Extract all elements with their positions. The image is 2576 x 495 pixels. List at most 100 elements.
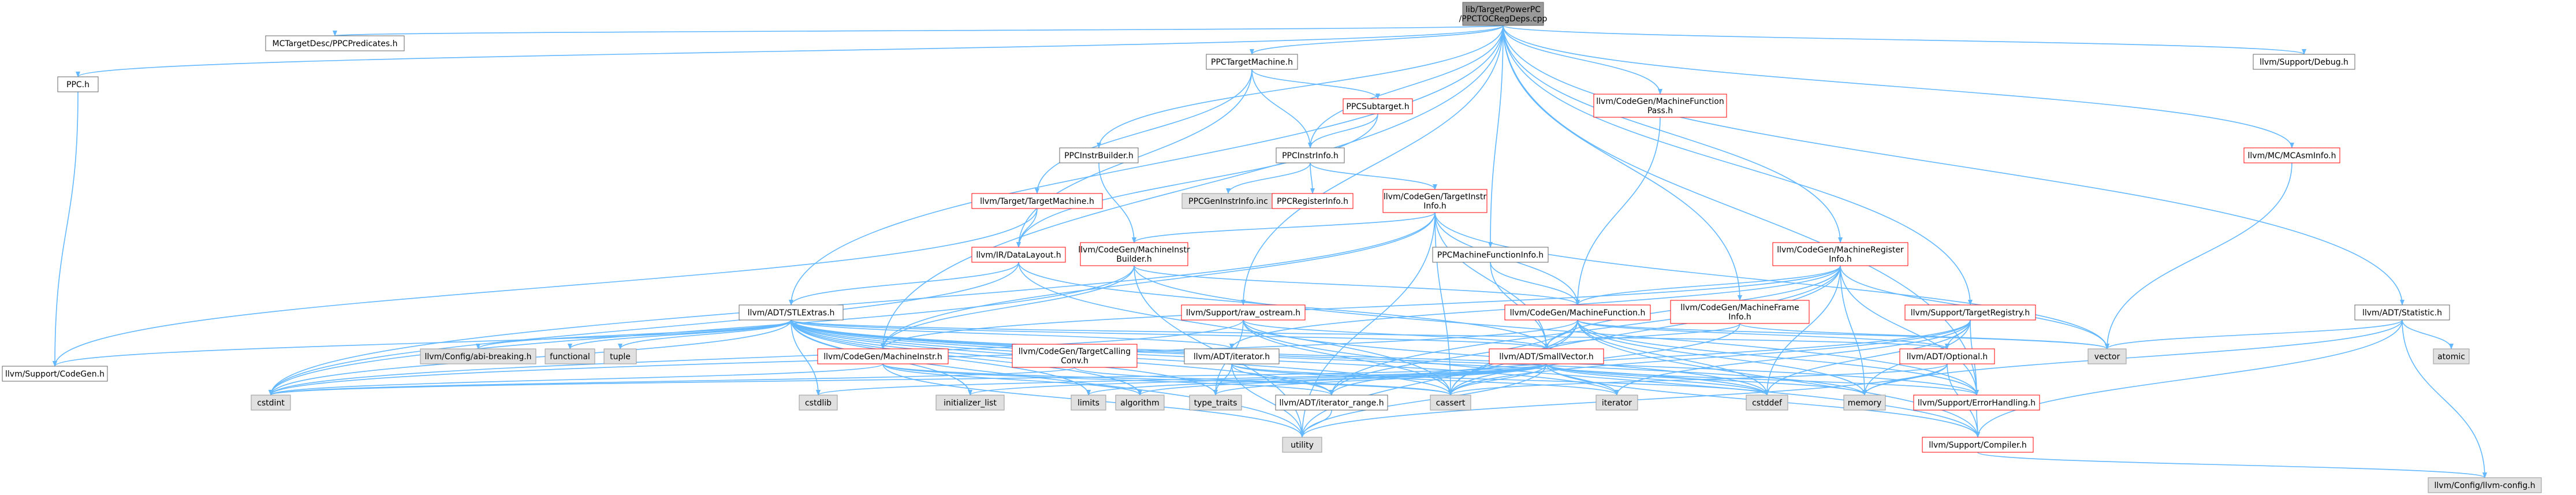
- node-targetmachine[interactable]: llvm/Target/TargetMachine.h: [971, 193, 1103, 209]
- node-box[interactable]: [739, 304, 844, 321]
- node-stlextras[interactable]: llvm/ADT/STLExtras.h: [739, 304, 844, 321]
- node-box[interactable]: [1282, 437, 1322, 453]
- node-llvmconfig[interactable]: llvm/Config/llvm-config.h: [2428, 477, 2542, 493]
- node-box[interactable]: [935, 394, 1005, 411]
- node-box[interactable]: [1432, 247, 1549, 263]
- node-box[interactable]: [420, 348, 536, 364]
- node-box[interactable]: [1059, 147, 1139, 163]
- node-box[interactable]: [2253, 54, 2355, 70]
- node-errhandling[interactable]: llvm/Support/ErrorHandling.h: [1913, 394, 2040, 411]
- node-mcasminfo[interactable]: llvm/MC/MCAsmInfo.h: [2243, 147, 2340, 163]
- node-box[interactable]: [1080, 242, 1188, 266]
- node-box[interactable]: [1899, 348, 1995, 364]
- node-box[interactable]: [2428, 477, 2542, 493]
- node-cassert[interactable]: cassert: [1430, 394, 1471, 411]
- node-ppcgeninstr[interactable]: PPCGenInstrInfo.inc: [1181, 193, 1275, 209]
- node-box[interactable]: [1382, 189, 1488, 213]
- node-codegen[interactable]: llvm/Support/CodeGen.h: [2, 366, 108, 382]
- node-ppcreginfo[interactable]: PPCRegisterInfo.h: [1272, 193, 1354, 209]
- node-smallvector[interactable]: llvm/ADT/SmallVector.h: [1489, 348, 1604, 364]
- node-ppcmfi[interactable]: PPCMachineFunctionInfo.h: [1432, 247, 1549, 263]
- node-box[interactable]: [817, 348, 949, 364]
- node-box[interactable]: [2433, 348, 2470, 364]
- node-box[interactable]: [545, 348, 595, 364]
- node-initlist[interactable]: initializer_list: [935, 394, 1005, 411]
- node-box[interactable]: [1746, 394, 1788, 411]
- node-box[interactable]: [1430, 394, 1471, 411]
- node-abibreaking[interactable]: llvm/Config/abi-breaking.h: [420, 348, 536, 364]
- node-limits[interactable]: limits: [1071, 394, 1106, 411]
- node-box[interactable]: [1115, 394, 1165, 411]
- node-box[interactable]: [799, 394, 838, 411]
- node-iterator[interactable]: iterator: [1595, 394, 1638, 411]
- node-box[interactable]: [1012, 344, 1138, 368]
- node-box[interactable]: [1593, 94, 1727, 118]
- node-box[interactable]: [2243, 147, 2340, 163]
- node-ppcsub[interactable]: PPCSubtarget.h: [1343, 98, 1413, 114]
- node-cstdlib[interactable]: cstdlib: [799, 394, 838, 411]
- node-rawostream[interactable]: llvm/Support/raw_ostream.h: [1181, 304, 1306, 321]
- node-ppch[interactable]: PPC.h: [57, 76, 99, 92]
- node-box[interactable]: [1181, 304, 1306, 321]
- node-box[interactable]: [1843, 394, 1886, 411]
- node-box[interactable]: [1772, 242, 1908, 266]
- node-box[interactable]: [971, 247, 1066, 263]
- node-box[interactable]: [2354, 304, 2450, 321]
- node-typetraits[interactable]: type_traits: [1189, 394, 1242, 411]
- node-box[interactable]: [1904, 304, 2036, 321]
- node-box[interactable]: [1071, 394, 1106, 411]
- node-box[interactable]: [1489, 348, 1604, 364]
- node-iterrange[interactable]: llvm/ADT/iterator_range.h: [1275, 394, 1388, 411]
- node-box[interactable]: [1272, 193, 1354, 209]
- node-cstdint[interactable]: cstdint: [251, 394, 291, 411]
- node-box[interactable]: [1595, 394, 1638, 411]
- node-atomic[interactable]: atomic: [2433, 348, 2470, 364]
- node-statistic[interactable]: llvm/ADT/Statistic.h: [2354, 304, 2450, 321]
- node-box[interactable]: [1462, 2, 1544, 26]
- node-tgtregistry[interactable]: llvm/Support/TargetRegistry.h: [1904, 304, 2036, 321]
- node-cstddef[interactable]: cstddef: [1746, 394, 1788, 411]
- node-optional[interactable]: llvm/ADT/Optional.h: [1899, 348, 1995, 364]
- node-box[interactable]: [971, 193, 1103, 209]
- node-box[interactable]: [1922, 437, 2034, 453]
- node-box[interactable]: [265, 35, 405, 51]
- node-box[interactable]: [1913, 394, 2040, 411]
- node-box[interactable]: [1184, 348, 1280, 364]
- node-memory[interactable]: memory: [1843, 394, 1886, 411]
- node-box[interactable]: [57, 76, 99, 92]
- node-ppcinstrinfo[interactable]: PPCInstrInfo.h: [1276, 147, 1345, 163]
- node-box[interactable]: [1206, 54, 1298, 70]
- node-ppctm[interactable]: PPCTargetMachine.h: [1206, 54, 1298, 70]
- node-root[interactable]: lib/Target/PowerPC/PPCTOCRegDeps.cpp: [1459, 2, 1548, 26]
- node-box[interactable]: [2087, 348, 2127, 364]
- node-datalayout[interactable]: llvm/IR/DataLayout.h: [971, 247, 1066, 263]
- node-adtiterator[interactable]: llvm/ADT/iterator.h: [1184, 348, 1280, 364]
- node-box[interactable]: [2, 366, 108, 382]
- node-mf[interactable]: llvm/CodeGen/MachineFunction.h: [1504, 304, 1651, 321]
- node-box[interactable]: [1181, 193, 1275, 209]
- node-machineinstr[interactable]: llvm/CodeGen/MachineInstr.h: [817, 348, 949, 364]
- node-mctargetdesc[interactable]: MCTargetDesc/PPCPredicates.h: [265, 35, 405, 51]
- node-utility[interactable]: utility: [1282, 437, 1322, 453]
- node-box[interactable]: [251, 394, 291, 411]
- node-box[interactable]: [603, 348, 637, 364]
- node-box[interactable]: [1189, 394, 1242, 411]
- node-vector[interactable]: vector: [2087, 348, 2127, 364]
- node-box[interactable]: [1276, 147, 1345, 163]
- node-box[interactable]: [1275, 394, 1388, 411]
- node-box[interactable]: [1670, 300, 1810, 324]
- node-tuple[interactable]: tuple: [603, 348, 637, 364]
- node-algorithm[interactable]: algorithm: [1115, 394, 1165, 411]
- node-functional[interactable]: functional: [545, 348, 595, 364]
- node-compiler[interactable]: llvm/Support/Compiler.h: [1922, 437, 2034, 453]
- node-debug[interactable]: llvm/Support/Debug.h: [2253, 54, 2355, 70]
- node-ppcinstrbuilder[interactable]: PPCInstrBuilder.h: [1059, 147, 1139, 163]
- node-box[interactable]: [1504, 304, 1651, 321]
- node-box[interactable]: [1343, 98, 1413, 114]
